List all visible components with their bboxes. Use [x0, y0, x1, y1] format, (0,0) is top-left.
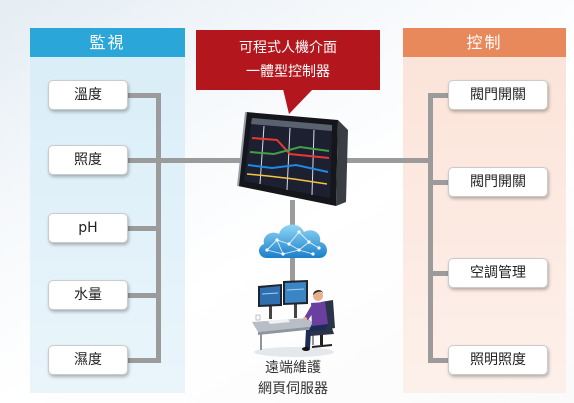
control-node-lighting: 照明照度: [448, 345, 548, 375]
monitor-node-ph: pH: [48, 213, 128, 243]
cloud-network-icon: [258, 224, 327, 258]
monitor-connector: [126, 293, 158, 298]
control-panel-title: 控制: [403, 28, 566, 57]
monitor-connector: [126, 93, 158, 98]
monitor-connector: [126, 226, 158, 231]
monitor-node-water-level: 水量: [48, 280, 128, 310]
monitor-node-temperature: 溫度: [48, 80, 128, 110]
callout-line-2: 一體型控制器: [246, 64, 330, 80]
monitor-node-humidity: 濕度: [48, 345, 128, 375]
control-connector: [428, 180, 450, 185]
control-connector: [428, 271, 450, 276]
monitor-panel-title: 監視: [30, 28, 185, 57]
controller-callout: 可程式人機介面 一體型控制器: [196, 30, 380, 90]
control-node-hvac: 空調管理: [448, 258, 548, 288]
monitor-node-illuminance: 照度: [48, 145, 128, 175]
monitor-bus-line: [156, 93, 161, 363]
callout-pointer: [283, 89, 313, 114]
control-node-valve-2: 閥門開關: [448, 167, 548, 197]
callout-line-1: 可程式人機介面: [239, 40, 337, 56]
hmi-controller-icon: [237, 111, 348, 206]
control-connector: [428, 93, 450, 98]
control-bus-line: [428, 93, 433, 363]
remote-label-line-2: 網頁伺服器: [258, 381, 328, 397]
control-node-valve-1: 閥門開關: [448, 80, 548, 110]
remote-workstation-icon: [252, 280, 335, 357]
monitor-connector: [126, 358, 158, 363]
remote-server-label: 遠端維護 網頁伺服器: [238, 358, 348, 400]
control-connector: [428, 358, 450, 363]
remote-label-line-1: 遠端維護: [265, 360, 321, 376]
